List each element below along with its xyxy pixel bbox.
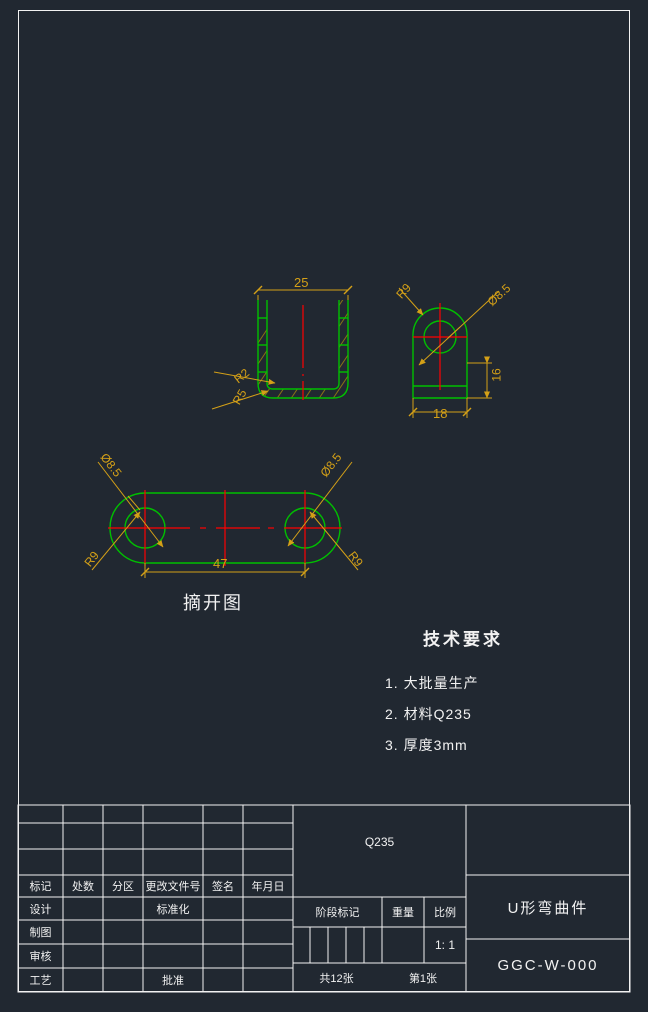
- leader-r9-side: [398, 287, 424, 316]
- th-zone: 分区: [112, 881, 134, 893]
- leader-r5: [211, 390, 269, 410]
- dim-label-25: 25: [294, 275, 309, 290]
- cell-material: Q235: [364, 835, 395, 849]
- row-draft: 制图: [29, 927, 52, 939]
- cell-drawing-number: GGC-W-000: [497, 957, 599, 974]
- cell-sheet-index: 第1张: [408, 972, 438, 985]
- cell-approve: 批准: [162, 975, 184, 987]
- leader-d85-right: [287, 461, 353, 547]
- side-centerlines: [413, 303, 467, 390]
- dim-16: [467, 356, 492, 399]
- flat-view-title: 摘开图: [183, 593, 243, 613]
- cell-stage-label: 阶段标记: [315, 907, 360, 919]
- tech-note-2: 2. 材料Q235: [385, 706, 472, 722]
- row-process: 工艺: [29, 975, 52, 987]
- leader-r2: [213, 371, 276, 385]
- th-date: 年月日: [251, 881, 285, 893]
- dim-18: [408, 398, 472, 418]
- cell-sheets-total: 共12张: [319, 972, 354, 985]
- th-mark: 标记: [29, 881, 52, 893]
- dim-label-18: 18: [433, 406, 448, 421]
- row-check: 审核: [29, 951, 52, 963]
- th-change-doc: 更改文件号: [145, 881, 201, 893]
- cell-part-name: U形弯曲件: [507, 899, 589, 917]
- row-design: 设计: [29, 903, 52, 916]
- th-qty: 处数: [72, 881, 94, 893]
- flat-centerlines: [108, 490, 342, 566]
- dim-25: [253, 285, 353, 300]
- cell-weight-label: 重量: [392, 907, 414, 919]
- view-side: [398, 287, 500, 418]
- leader-r9-right: [309, 511, 359, 571]
- leader-d85-side: [418, 290, 500, 366]
- tech-note-1: 1. 大批量生产: [385, 675, 479, 691]
- view-flat-pattern: [91, 461, 359, 578]
- dim-label-47: 47: [213, 556, 228, 571]
- leader-r9-left: [91, 511, 141, 571]
- tech-note-3: 3. 厚度3mm: [385, 737, 468, 753]
- cell-standardize: 标准化: [156, 903, 190, 916]
- cell-scale-value: 1: 1: [434, 938, 455, 952]
- tech-notes-title: 技术要求: [423, 630, 503, 649]
- dim-47: [140, 563, 310, 578]
- cell-scale-label: 比例: [434, 907, 456, 919]
- leader-d85-left: [97, 461, 164, 548]
- th-signature: 签名: [212, 881, 234, 893]
